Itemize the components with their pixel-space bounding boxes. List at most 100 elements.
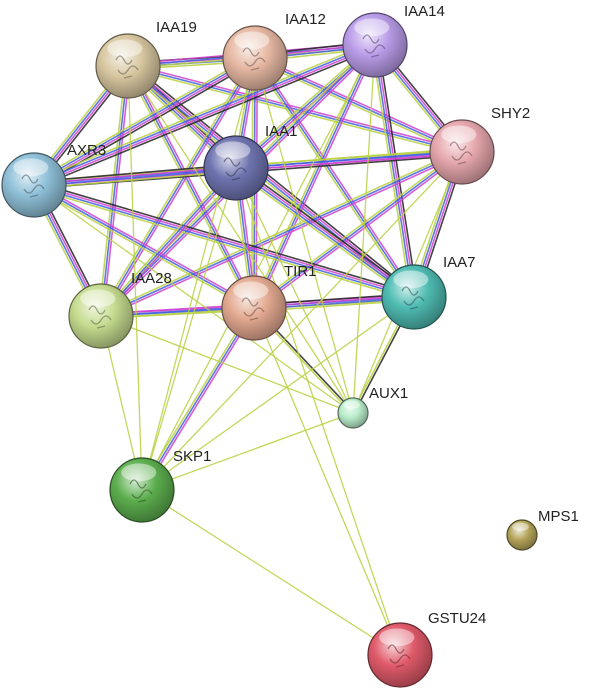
edge-line-coexpression — [34, 60, 258, 189]
edge-line-textmining — [141, 44, 376, 491]
node-iaa14[interactable]: IAA14 — [342, 3, 445, 78]
edge-skp1-iaa14 — [141, 44, 376, 491]
edge-iaa12-axr3 — [31, 54, 258, 189]
node-skp1[interactable]: SKP1 — [109, 448, 211, 523]
edge-line-experimental — [127, 65, 255, 309]
edge-line-database — [33, 45, 377, 187]
edge-line-experimental — [100, 167, 237, 317]
edge-skp1-iaa19 — [127, 65, 143, 491]
node-bubble[interactable] — [109, 457, 175, 523]
edge-shy2-tir1 — [251, 149, 465, 311]
node-label: GSTU24 — [428, 610, 486, 627]
edge-line-experimental — [33, 184, 255, 309]
edge-line-textmining — [33, 184, 354, 414]
edge-skp1-gstu24 — [141, 489, 401, 656]
edge-line-database — [255, 45, 378, 310]
node-iaa28[interactable]: IAA28 — [68, 270, 172, 349]
edge-axr3-tir1 — [32, 182, 256, 311]
node-label: MPS1 — [538, 508, 579, 525]
node-highlight — [215, 141, 251, 160]
node-bubble[interactable] — [95, 33, 161, 99]
node-label: IAA12 — [285, 11, 326, 28]
node-bubble[interactable] — [337, 397, 369, 429]
edge-line-textmining — [253, 59, 462, 155]
node-label: AUX1 — [369, 385, 408, 402]
edge-line-database — [33, 58, 257, 187]
node-iaa19[interactable]: IAA19 — [95, 19, 197, 99]
edge-line-database — [101, 168, 239, 319]
edge-line-experimental — [100, 65, 129, 317]
protein-structure-icon — [242, 47, 266, 71]
node-label: AXR3 — [67, 142, 106, 159]
node-aux1[interactable]: AUX1 — [337, 385, 408, 429]
node-label: IAA14 — [404, 3, 445, 20]
edge-iaa19-tir1 — [125, 64, 257, 310]
node-gstu24[interactable]: GSTU24 — [367, 610, 486, 688]
protein-structure-icon — [21, 174, 45, 198]
node-iaa1[interactable]: IAA1 — [203, 123, 298, 201]
node-highlight — [441, 125, 477, 144]
edge-line-database — [129, 64, 257, 308]
edge-line-database — [235, 153, 463, 171]
edge-line-experimental — [235, 151, 463, 169]
node-iaa12[interactable]: IAA12 — [222, 11, 326, 91]
node-bubble[interactable] — [506, 519, 538, 551]
edge-line-experimental — [254, 57, 463, 153]
edge-line-experimental — [373, 44, 414, 298]
edge-aux1-iaa14 — [352, 44, 376, 414]
edge-iaa19-shy2 — [126, 63, 464, 155]
node-axr3[interactable]: AXR3 — [1, 142, 106, 218]
edge-line-experimental — [100, 151, 463, 317]
protein-structure-icon — [223, 157, 247, 181]
edge-line-coexpression — [34, 47, 378, 189]
edge-skp1-iaa12 — [141, 57, 256, 491]
node-highlight — [233, 281, 269, 300]
edge-line-database — [101, 153, 464, 319]
protein-structure-icon — [387, 644, 411, 668]
protein-structure-icon — [401, 286, 425, 310]
edge-line-textmining — [370, 44, 412, 299]
edge-line-textmining — [98, 56, 254, 316]
edge-line-textmining — [141, 489, 401, 656]
node-highlight — [234, 31, 270, 50]
node-highlight — [393, 270, 429, 289]
edge-line-database — [375, 44, 416, 298]
node-label: SHY2 — [491, 105, 530, 122]
edge-line-coexpression — [377, 43, 419, 298]
node-highlight — [512, 522, 529, 531]
node-bubble[interactable] — [367, 622, 433, 688]
node-iaa7[interactable]: IAA7 — [381, 254, 476, 330]
node-bubble[interactable] — [429, 119, 495, 185]
node-highlight — [80, 289, 116, 308]
node-shy2[interactable]: SHY2 — [429, 105, 530, 185]
edge-aux1-iaa1 — [235, 167, 354, 414]
node-label: IAA1 — [265, 123, 298, 140]
node-mps1[interactable]: MPS1 — [506, 508, 579, 551]
node-bubble[interactable] — [342, 12, 408, 78]
edge-line-textmining — [252, 58, 413, 300]
edge-line-textmining — [141, 57, 256, 491]
node-tir1[interactable]: TIR1 — [221, 263, 317, 341]
node-bubble[interactable] — [222, 25, 288, 91]
node-highlight — [107, 39, 143, 58]
edge-line-textmining — [32, 186, 254, 311]
edge-aux1-skp1 — [141, 412, 354, 491]
edge-tir1-gstu24 — [253, 307, 401, 656]
edge-line-experimental — [32, 185, 415, 299]
protein-structure-icon — [115, 55, 139, 79]
node-bubble[interactable] — [381, 264, 447, 330]
node-bubble[interactable] — [221, 275, 287, 341]
edge-line-textmining — [254, 57, 354, 414]
edge-line-experimental — [32, 56, 256, 185]
edge-line-textmining — [251, 149, 462, 308]
edge-line-textmining — [352, 44, 376, 414]
network-edges — [30, 40, 466, 656]
edge-line-database — [254, 152, 465, 311]
node-bubble[interactable] — [203, 135, 269, 201]
node-bubble[interactable] — [68, 283, 134, 349]
edge-line-textmining — [235, 167, 354, 414]
node-bubble[interactable] — [1, 152, 67, 218]
node-label: IAA28 — [131, 270, 172, 287]
